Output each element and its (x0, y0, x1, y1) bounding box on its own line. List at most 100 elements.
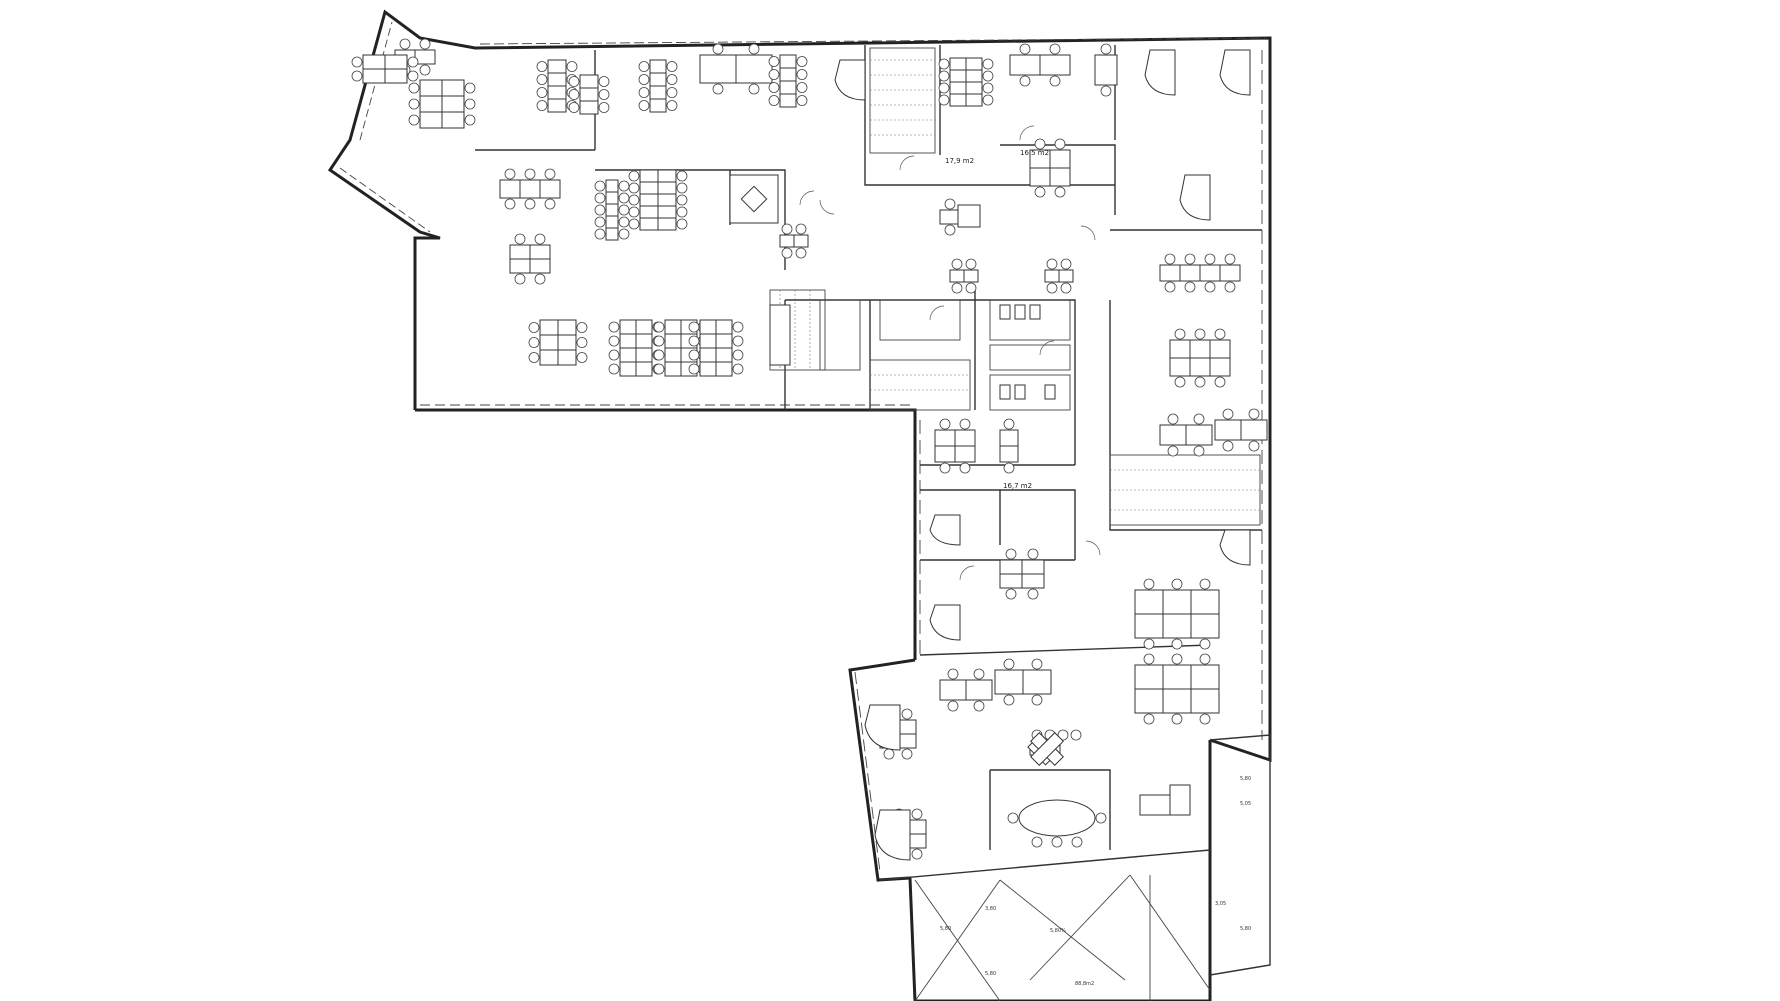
chair (594, 216, 606, 228)
chair (1060, 258, 1072, 270)
chair (1100, 43, 1112, 55)
chair (524, 168, 536, 180)
desk (539, 319, 559, 336)
chair (638, 100, 650, 111)
terrace-label-9: 5,80 (1240, 776, 1251, 782)
desk (509, 244, 531, 260)
outer-walls (327, 9, 1272, 1001)
chair (676, 194, 688, 206)
desk (657, 217, 677, 231)
chair (419, 64, 431, 76)
chair (618, 204, 630, 216)
chair (1164, 253, 1176, 265)
desk (999, 573, 1023, 589)
chair (608, 349, 620, 361)
desk (1162, 589, 1192, 615)
desk (1199, 264, 1221, 282)
chair (1171, 578, 1183, 590)
desk (557, 319, 577, 336)
chair (676, 218, 688, 230)
desk (934, 445, 956, 463)
chair (666, 87, 678, 98)
chair (781, 223, 793, 235)
chair (982, 94, 994, 106)
desk (635, 319, 653, 335)
chair (608, 363, 620, 375)
chair (514, 273, 526, 285)
chair (1194, 376, 1206, 388)
desk (362, 68, 386, 84)
chair (768, 69, 780, 80)
desk (1162, 688, 1192, 714)
chair (688, 335, 700, 347)
desk (547, 85, 567, 100)
stair-cores (769, 47, 1261, 526)
chair (1171, 638, 1183, 650)
desk (1049, 149, 1071, 169)
chair (568, 102, 580, 113)
desk (635, 347, 653, 363)
desk (793, 234, 809, 248)
chair (1204, 253, 1216, 265)
desk (579, 74, 599, 89)
desk (1219, 264, 1241, 282)
chair (1027, 548, 1039, 560)
chair (1034, 186, 1046, 198)
chair (628, 194, 640, 206)
chair (628, 206, 640, 218)
desk (605, 203, 619, 217)
chair (1174, 376, 1186, 388)
chair (768, 95, 780, 106)
chair (1222, 408, 1234, 420)
chair (1164, 281, 1176, 293)
chair (1171, 653, 1183, 665)
chair (536, 87, 548, 98)
desk (649, 98, 667, 113)
chair (544, 198, 556, 210)
chair (1184, 281, 1196, 293)
chair (628, 182, 640, 194)
chair (944, 224, 956, 236)
terrace-label-6: 5,80 (985, 971, 996, 977)
desk (605, 215, 619, 229)
chair (576, 352, 588, 363)
desk (529, 258, 551, 274)
chair (653, 363, 665, 375)
desk (649, 85, 667, 100)
desk (934, 429, 956, 447)
chair (638, 87, 650, 98)
chair (712, 43, 724, 55)
chair (1046, 282, 1058, 294)
desk (657, 169, 677, 183)
desk (1022, 669, 1052, 695)
chair (712, 83, 724, 95)
chair (528, 337, 540, 348)
chair (796, 95, 808, 106)
room-label-c: 16,7 m2 (1003, 482, 1032, 490)
desk (1009, 54, 1041, 76)
desk (965, 81, 983, 95)
chair (408, 98, 420, 110)
chair (576, 322, 588, 333)
chair (732, 335, 744, 347)
desk (999, 445, 1019, 463)
desk (384, 54, 408, 70)
chair (1003, 694, 1015, 706)
desk (664, 333, 682, 349)
desk (699, 333, 717, 349)
desk (715, 347, 733, 363)
desk (539, 179, 561, 199)
chair (973, 700, 985, 712)
chair (594, 192, 606, 204)
chair (748, 83, 760, 95)
desk (619, 319, 637, 335)
chair (408, 82, 420, 94)
desk (605, 191, 619, 205)
chair (688, 349, 700, 361)
terrace: 5,80 3,80 5,80% 88,8m2 3,05 5,80 5,80 5,… (914, 776, 1251, 1001)
chair (1143, 653, 1155, 665)
desk (547, 72, 567, 87)
desk (949, 81, 967, 95)
chair (576, 337, 588, 348)
